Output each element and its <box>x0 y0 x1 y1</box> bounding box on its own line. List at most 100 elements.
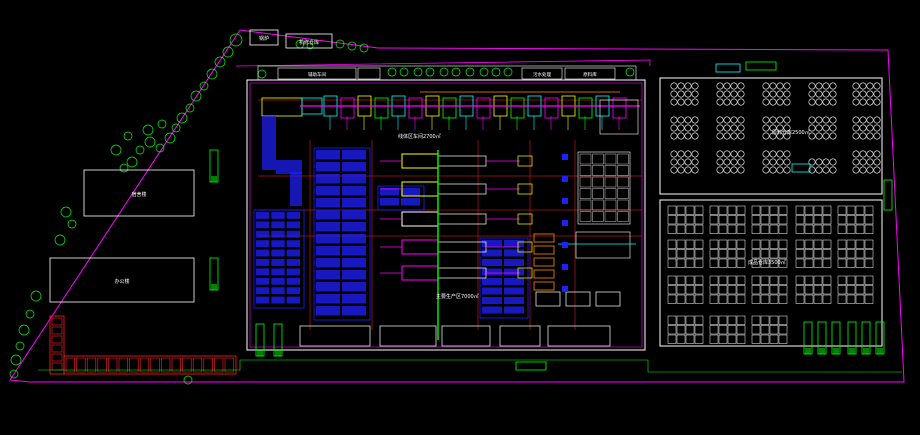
pallet <box>667 239 677 249</box>
pallet <box>837 275 847 285</box>
raw-material-warehouse <box>659 77 883 195</box>
pallet <box>804 249 814 259</box>
coil <box>670 150 678 158</box>
rack-cell <box>271 221 285 229</box>
pallet <box>676 275 686 285</box>
storage-grid-cell <box>592 199 604 211</box>
truck-cab <box>211 284 217 290</box>
pallet <box>813 239 823 249</box>
coil <box>691 124 699 132</box>
pallet <box>676 249 686 259</box>
coil <box>852 90 860 98</box>
rack-cell <box>482 306 502 314</box>
coil <box>684 116 692 124</box>
dormitory-building <box>83 169 195 217</box>
small-press <box>533 257 555 267</box>
storage-grid-cell <box>592 176 604 188</box>
pallet <box>718 258 728 268</box>
rack-cell <box>316 186 340 196</box>
coil <box>822 98 830 106</box>
rack-cell <box>482 259 502 266</box>
pallet <box>751 215 761 225</box>
tree <box>214 56 226 68</box>
raw-material-room-label: 原料库 <box>583 71 597 78</box>
pallet <box>709 294 719 304</box>
pallet <box>795 275 805 285</box>
parking-space <box>129 357 139 373</box>
pallet <box>795 294 805 304</box>
coil <box>762 132 770 140</box>
pallet <box>709 215 719 225</box>
pallet <box>694 258 704 268</box>
line-machine <box>442 97 457 119</box>
pallet <box>760 258 770 268</box>
parking-space <box>108 357 118 373</box>
pallet <box>769 224 779 234</box>
storage-grid-cell <box>579 165 592 176</box>
pallet <box>718 275 728 285</box>
rack-cell <box>380 198 399 206</box>
coil <box>815 82 823 90</box>
pallet <box>727 239 737 249</box>
tree <box>413 67 423 77</box>
dormitory-label: 宿舍楼 <box>131 191 146 198</box>
pallet <box>685 205 695 215</box>
coil <box>737 132 745 140</box>
pallet <box>864 249 874 259</box>
coil <box>783 124 791 132</box>
coil <box>762 98 770 106</box>
pallet <box>685 275 695 285</box>
rack-cell <box>271 296 285 304</box>
coil <box>873 150 881 158</box>
pallet <box>795 249 805 259</box>
pallet <box>855 239 865 249</box>
pallet <box>676 315 686 325</box>
office-building <box>49 257 195 303</box>
pallet <box>694 334 704 344</box>
rack-cell <box>286 221 300 229</box>
pallet <box>837 258 847 268</box>
pallet <box>822 224 832 234</box>
boiler-house-label: 锅炉 <box>259 35 269 42</box>
rack-cell <box>256 259 270 266</box>
coil <box>866 90 874 98</box>
tree <box>222 46 234 58</box>
inner-boundary <box>235 59 651 67</box>
pallet <box>769 285 779 295</box>
pallet <box>864 239 874 249</box>
coil <box>769 90 777 98</box>
pallet <box>709 258 719 268</box>
pallet <box>736 325 746 335</box>
pallet <box>760 215 770 225</box>
coil <box>677 158 685 166</box>
coil <box>829 90 837 98</box>
parking-space <box>203 357 213 373</box>
parking-space <box>224 357 234 373</box>
tree <box>171 123 181 133</box>
rack-cell <box>256 221 270 229</box>
pallet <box>760 205 770 215</box>
rack-cell <box>316 162 340 172</box>
pallet <box>760 285 770 295</box>
raw-material-room <box>564 67 616 80</box>
site-boundary <box>9 29 905 383</box>
parking-left-column <box>49 315 65 375</box>
coil <box>822 158 830 166</box>
pallet <box>769 334 779 344</box>
coil <box>815 116 823 124</box>
pallet <box>685 315 695 325</box>
pallet <box>822 258 832 268</box>
pallet <box>676 215 686 225</box>
coil <box>730 124 738 132</box>
pallet <box>778 285 788 295</box>
coil <box>866 150 874 158</box>
rack-cell <box>482 287 502 295</box>
pallet <box>760 239 770 249</box>
storage-grid-cell <box>592 165 604 176</box>
pallet <box>769 215 779 225</box>
storage-grid-cell <box>592 153 604 165</box>
column-marker <box>562 154 568 160</box>
pallet <box>694 215 704 225</box>
pallet <box>685 285 695 295</box>
